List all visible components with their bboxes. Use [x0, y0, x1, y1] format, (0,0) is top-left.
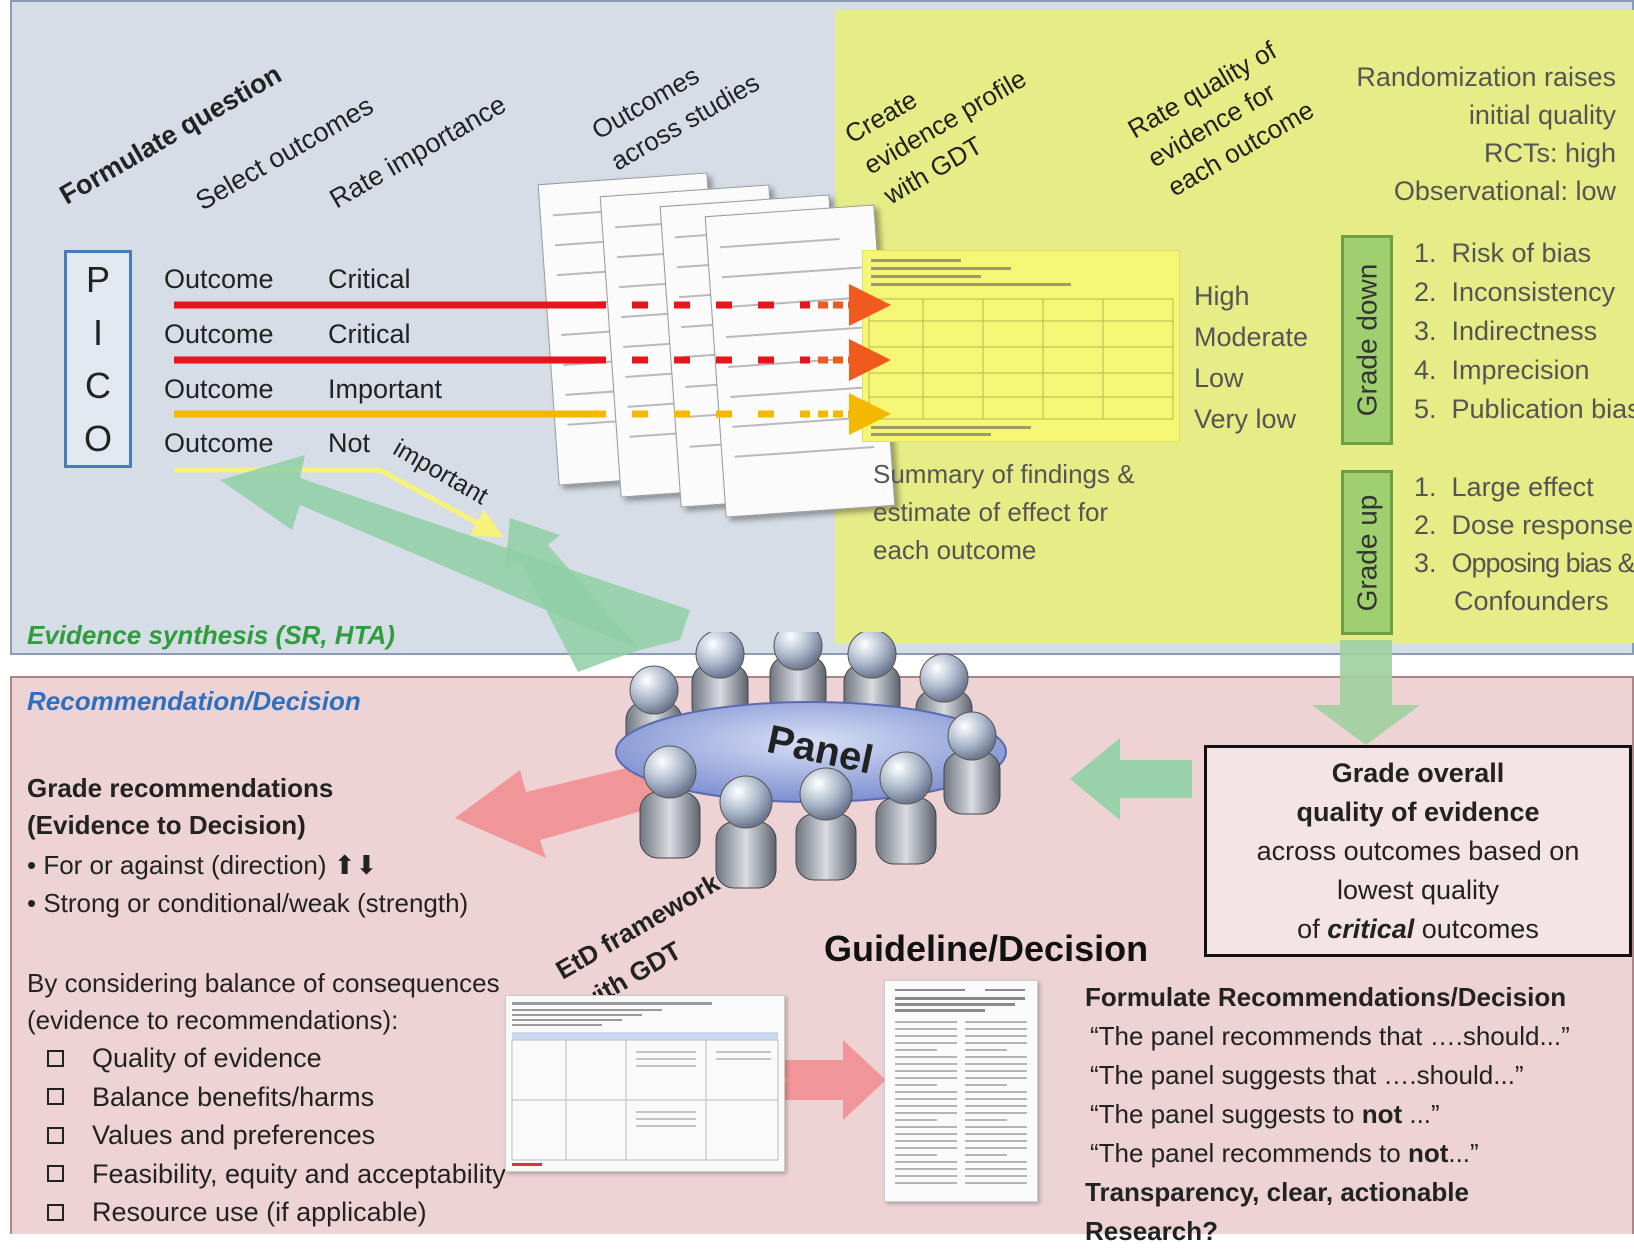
grade-recommendations-title: Grade recommendations (Evidence to Decis…: [27, 770, 333, 844]
outcome-label: Outcome: [164, 374, 274, 404]
grade-recs-line: (Evidence to Decision): [27, 810, 306, 840]
overall-line: lowest quality: [1336, 874, 1500, 905]
quality-level: High: [1194, 281, 1250, 311]
checkbox-icon: [47, 1049, 64, 1067]
grade-down-item: 1. Risk of bias: [1414, 238, 1592, 268]
evidence-synthesis-label: Evidence synthesis (SR, HTA): [27, 620, 395, 650]
grade-down-box: Grade down: [1341, 235, 1393, 445]
grade-overall-quality-box: Grade overall quality of evidence across…: [1204, 745, 1632, 957]
summary-line: each outcome: [873, 535, 1037, 565]
grade-up-item: 3. Opposing bias &: [1414, 548, 1634, 578]
criteria-item: Resource use (if applicable): [27, 1193, 506, 1232]
recommendation-decision-label: Recommendation/Decision: [27, 686, 361, 716]
formulate-recommendations-block: Formulate Recommendations/Decision “The …: [1085, 978, 1570, 1251]
grade-up-item: 1. Large effect: [1414, 472, 1594, 502]
guideline-decision-title: Guideline/Decision: [824, 928, 1149, 969]
outcome-label: Outcome: [164, 264, 274, 294]
overall-line: Grade overall: [1331, 757, 1505, 788]
randomization-line: initial quality: [1468, 100, 1616, 130]
grade-up-list: 1. Large effect 2. Dose response 3. Oppo…: [1414, 468, 1634, 620]
etd-framework-thumbnail: [505, 995, 785, 1172]
formulate-recs-title: Formulate Recommendations/Decision: [1085, 982, 1567, 1012]
recommendation-example: “The panel recommends to not...”: [1090, 1138, 1479, 1168]
quality-level: Very low: [1194, 404, 1297, 434]
checkbox-icon: [47, 1203, 64, 1221]
summary-of-findings-text: Summary of findings & estimate of effect…: [873, 455, 1135, 569]
criteria-item: Balance benefits/harms: [27, 1078, 506, 1117]
checkbox-icon: [47, 1126, 64, 1144]
pico-p: P: [85, 258, 110, 300]
grade-up-box: Grade up: [1341, 470, 1393, 635]
panel-member: [715, 775, 777, 889]
outcome-label: Outcome: [164, 428, 274, 458]
bullet-item: • For or against (direction) ⬆⬇: [27, 850, 378, 880]
evidence-profile-table: [862, 250, 1180, 442]
pico-c: C: [85, 364, 111, 406]
recommendation-example: “The panel suggests that ….should...”: [1090, 1060, 1524, 1090]
grade-recs-line: Grade recommendations: [27, 773, 334, 803]
randomization-text: Randomization raises initial quality RCT…: [1356, 58, 1616, 210]
bullet-item: • Strong or conditional/weak (strength): [27, 888, 469, 918]
checkbox-icon: [47, 1088, 64, 1106]
grade-down-label: Grade down: [1351, 263, 1383, 417]
etd-criteria-list: Quality of evidence Balance benefits/har…: [27, 1039, 506, 1232]
importance-label: Not: [328, 428, 371, 458]
summary-line: estimate of effect for: [873, 497, 1109, 527]
grade-down-item: 4. Imprecision: [1414, 355, 1590, 385]
grade-down-item: 2. Inconsistency: [1414, 277, 1616, 307]
pico-o: O: [83, 417, 112, 459]
importance-label: Critical: [328, 319, 411, 349]
considering-text: By considering balance of consequences (…: [27, 965, 500, 1039]
direction-strength-bullets: • For or against (direction) ⬆⬇ • Strong…: [27, 846, 468, 922]
recommendation-example: “The panel recommends that ….should...”: [1090, 1021, 1570, 1051]
panel-member: [639, 745, 701, 859]
grade-up-item: 2. Dose response: [1414, 510, 1634, 540]
grade-up-label: Grade up: [1351, 494, 1382, 611]
transparency-line: Transparency, clear, actionable: [1085, 1177, 1469, 1207]
considering-line: (evidence to recommendations):: [27, 1005, 399, 1035]
outcome-label: Outcome: [164, 319, 274, 349]
quality-level: Low: [1194, 363, 1244, 393]
randomization-line: Observational: low: [1393, 176, 1616, 206]
panel-member: [769, 632, 827, 717]
considering-line: By considering balance of consequences: [27, 968, 500, 998]
checkbox-icon: [47, 1165, 64, 1183]
panel-group-illustration: Panel: [615, 632, 1007, 889]
guideline-document-thumbnail: [884, 980, 1038, 1202]
summary-line: Summary of findings &: [873, 459, 1135, 489]
criteria-item: Feasibility, equity and acceptability: [27, 1155, 506, 1194]
randomization-line: RCTs: high: [1483, 138, 1616, 168]
criteria-item: Quality of evidence: [27, 1039, 506, 1078]
research-line: Research?: [1085, 1216, 1218, 1246]
quality-level: Moderate: [1194, 322, 1309, 352]
grade-up-item: Confounders: [1454, 586, 1609, 616]
overall-line: of critical outcomes: [1297, 913, 1539, 944]
randomization-line: Randomization raises: [1356, 62, 1616, 92]
quality-levels: High Moderate Low Very low: [1194, 276, 1308, 440]
recommendation-example: “The panel suggests to not ...”: [1090, 1099, 1440, 1129]
panel-member: [943, 711, 1001, 815]
grade-down-item: 5. Publication bias: [1414, 394, 1634, 424]
panel-member: [875, 751, 937, 865]
panel-member: [795, 767, 857, 881]
grade-down-list: 1. Risk of bias 2. Inconsistency 3. Indi…: [1414, 234, 1634, 429]
overall-line: across outcomes based on: [1256, 835, 1580, 866]
importance-label: Important: [328, 374, 443, 404]
importance-label: Critical: [328, 264, 411, 294]
pico-box: P I C O: [64, 250, 132, 468]
pico-i: I: [92, 311, 103, 353]
overall-line: quality of evidence: [1296, 796, 1540, 827]
grade-down-item: 3. Indirectness: [1414, 316, 1598, 346]
criteria-item: Values and preferences: [27, 1116, 506, 1155]
